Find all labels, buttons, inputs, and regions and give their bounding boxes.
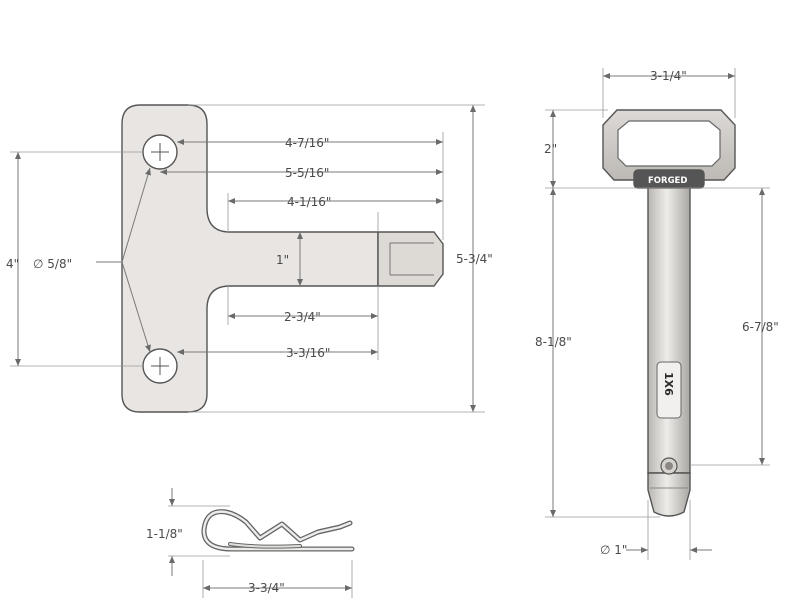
hairpin-clip-part xyxy=(201,509,355,552)
pin-size-stamp: 1X6 xyxy=(662,372,675,396)
dim-5-3-4: 5-3/4" xyxy=(456,252,493,266)
hitch-pin-part: FORGED 1X6 xyxy=(602,109,736,517)
dim-3-3-16: 3-3/16" xyxy=(286,346,330,360)
dim-3-1-4: 3-1/4" xyxy=(650,69,687,83)
dim-4: 4" xyxy=(6,257,19,271)
dim-4-1-16: 4-1/16" xyxy=(287,195,331,209)
dim-8-1-8: 8-1/8" xyxy=(535,335,572,349)
dim-2-3-4: 2-3/4" xyxy=(284,310,321,324)
dim-pin-diameter: ∅ 1" xyxy=(600,543,627,557)
dim-1-1-8: 1-1/8" xyxy=(146,527,183,541)
dim-1: 1" xyxy=(276,253,289,267)
dim-5-5-16: 5-5/16" xyxy=(285,166,329,180)
dim-hole-diameter: ∅ 5/8" xyxy=(33,257,72,271)
dim-3-3-4: 3-3/4" xyxy=(248,581,285,595)
dim-2: 2" xyxy=(544,142,557,156)
dim-4-7-16: 4-7/16" xyxy=(285,136,329,150)
dim-6-7-8: 6-7/8" xyxy=(742,320,779,334)
forged-brand-label: FORGED xyxy=(648,176,687,186)
